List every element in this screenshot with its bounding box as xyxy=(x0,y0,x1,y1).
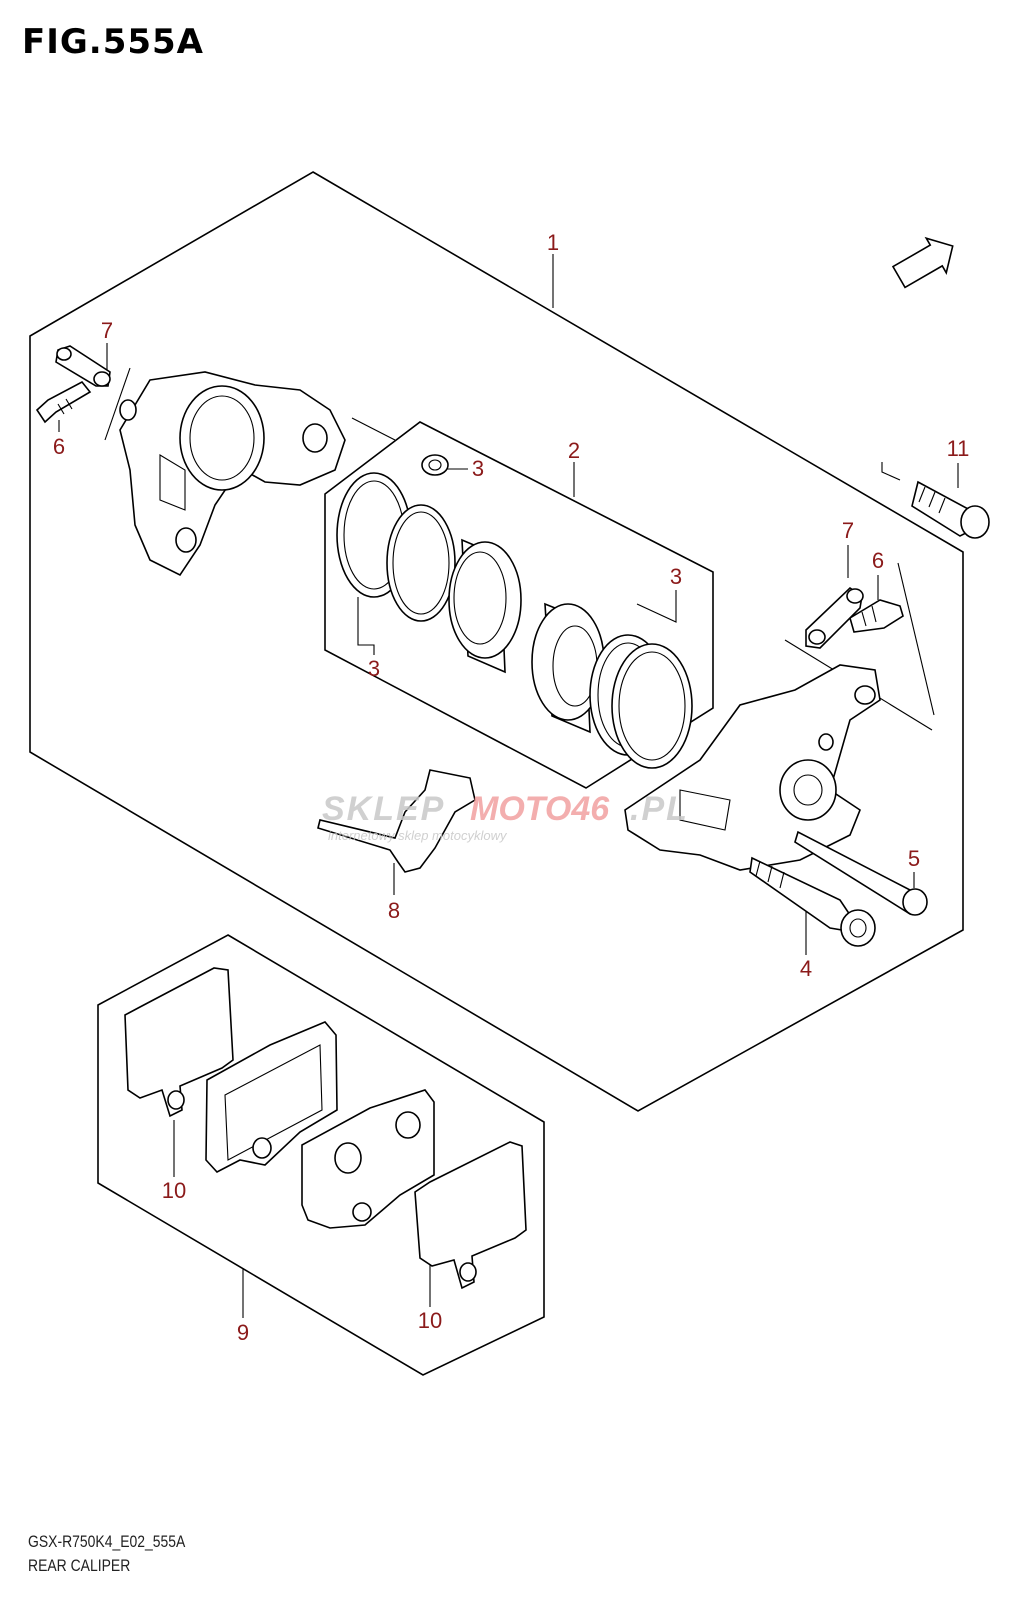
piston-b xyxy=(531,602,605,734)
piston-a xyxy=(448,538,522,674)
callout-4: 4 xyxy=(800,956,812,981)
watermark-brand-3: .PL xyxy=(630,790,689,828)
callout-8: 8 xyxy=(388,898,400,923)
caliper-half-outer xyxy=(624,664,881,871)
callout-5: 5 xyxy=(908,846,920,871)
callout-10a: 10 xyxy=(162,1178,186,1203)
caliper-half-inner xyxy=(119,371,346,577)
diagram-name: REAR CALIPER xyxy=(28,1556,131,1575)
brake-pad-left xyxy=(205,1021,338,1173)
bleeder-cap-left xyxy=(55,345,111,387)
figure-title: FIG.555A xyxy=(22,22,204,62)
pad-pin-5 xyxy=(794,830,928,916)
small-seal-3 xyxy=(421,454,449,476)
bleeder-cap-right xyxy=(805,586,864,649)
pad-spring-8 xyxy=(317,769,476,873)
callout-10b: 10 xyxy=(418,1308,442,1333)
seal-ring-small xyxy=(386,504,456,622)
assembly-outline-2 xyxy=(324,421,714,789)
bleeder-valve-right xyxy=(849,599,904,633)
callout-6b: 6 xyxy=(872,548,884,573)
pad-shim-left xyxy=(124,967,234,1118)
fwd-direction-badge: FWD xyxy=(891,236,954,289)
seal-d xyxy=(611,643,693,769)
callout-3a: 3 xyxy=(472,456,484,481)
brake-pad-right xyxy=(301,1089,435,1229)
callout-9: 9 xyxy=(237,1320,249,1345)
callout-3c: 3 xyxy=(670,564,682,589)
caliper-bolt-4 xyxy=(749,856,876,947)
callout-6a: 6 xyxy=(53,434,65,459)
assembly-outline-1 xyxy=(29,171,964,1112)
mounting-bolt-11 xyxy=(911,480,990,539)
callout-1: 1 xyxy=(547,230,559,255)
watermark-tagline: internetowy sklep motocyklowy xyxy=(328,828,508,843)
watermark-brand-2: MOTO46 xyxy=(470,790,610,828)
callout-11: 11 xyxy=(947,436,970,461)
callout-3b: 3 xyxy=(368,656,380,681)
callouts: 1 2 3 3 3 4 5 6 6 7 7 8 9 10 10 11 xyxy=(53,230,970,1345)
callout-2: 2 xyxy=(568,438,580,463)
assembly-outline-9 xyxy=(97,934,545,1376)
model-code: GSX-R750K4_E02_555A xyxy=(28,1532,186,1551)
bleeder-valve-left xyxy=(35,380,92,424)
callout-7a: 7 xyxy=(101,318,113,343)
pad-shim-right xyxy=(414,1141,527,1290)
watermark: SKLEP MOTO46 .PL internetowy sklep motoc… xyxy=(322,790,689,843)
watermark-brand-1: SKLEP xyxy=(322,790,445,828)
callout-7b: 7 xyxy=(842,518,854,543)
